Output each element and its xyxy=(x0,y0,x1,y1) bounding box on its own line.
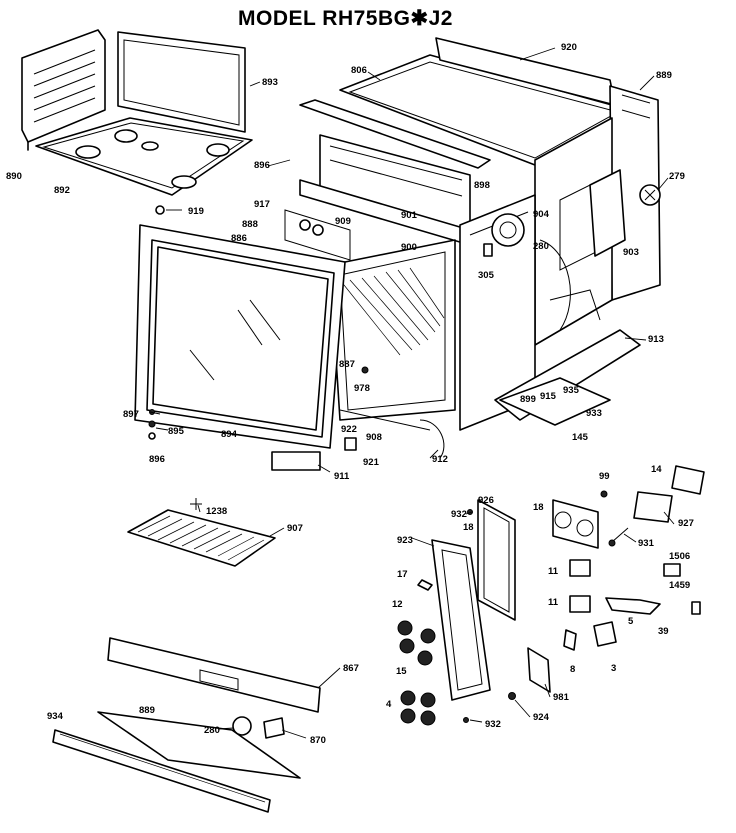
label-305: 305 xyxy=(478,270,494,281)
label-18-right: 18 xyxy=(533,502,544,513)
label-896-bottom: 896 xyxy=(149,454,165,465)
label-896-top: 896 xyxy=(254,160,270,171)
label-912: 912 xyxy=(432,454,448,465)
label-99: 99 xyxy=(599,471,610,482)
label-919: 919 xyxy=(188,206,204,217)
label-893: 893 xyxy=(262,77,278,88)
label-924: 924 xyxy=(533,712,549,723)
cooktop-assembly xyxy=(21,29,253,196)
label-886: 886 xyxy=(231,233,247,244)
label-4: 4 xyxy=(386,699,392,710)
label-806: 806 xyxy=(351,65,367,76)
label-913: 913 xyxy=(648,334,664,345)
label-867: 867 xyxy=(343,663,359,674)
label-894: 894 xyxy=(221,429,237,440)
hinge-block xyxy=(271,451,321,471)
oven-door xyxy=(134,224,346,449)
label-981: 981 xyxy=(553,692,569,703)
label-1459: 1459 xyxy=(669,580,691,591)
label-280-top: 280 xyxy=(533,241,549,252)
label-279: 279 xyxy=(669,171,685,182)
label-907: 907 xyxy=(287,523,303,534)
label-923: 923 xyxy=(397,535,413,546)
label-1238: 1238 xyxy=(206,506,228,517)
label-889-top: 889 xyxy=(656,70,672,81)
label-14-top: 14 xyxy=(651,464,662,475)
label-931: 931 xyxy=(638,538,654,549)
label-915: 915 xyxy=(540,391,556,402)
label-12: 12 xyxy=(392,599,403,610)
label-933: 933 xyxy=(586,408,602,419)
label-897: 897 xyxy=(123,409,139,420)
control-parts xyxy=(397,465,705,726)
label-934: 934 xyxy=(47,711,63,722)
label-908: 908 xyxy=(366,432,382,443)
label-932-top: 932 xyxy=(451,509,467,520)
label-39: 39 xyxy=(658,626,669,637)
label-904: 904 xyxy=(533,209,549,220)
label-899: 899 xyxy=(520,394,536,405)
small-bracket xyxy=(344,437,357,451)
label-901: 901 xyxy=(401,210,417,221)
label-892: 892 xyxy=(54,185,70,196)
label-921: 921 xyxy=(363,457,379,468)
label-18-left: 18 xyxy=(463,522,474,533)
label-978: 978 xyxy=(354,383,370,394)
label-927: 927 xyxy=(678,518,694,529)
filter-907 xyxy=(127,509,276,567)
label-280-bottom: 280 xyxy=(204,725,220,736)
label-1506: 1506 xyxy=(669,551,691,562)
control-panel-parts xyxy=(52,637,321,813)
label-911: 911 xyxy=(334,471,350,482)
label-898: 898 xyxy=(474,180,490,191)
label-890: 890 xyxy=(6,171,22,182)
label-895: 895 xyxy=(168,426,184,437)
label-909: 909 xyxy=(335,216,351,227)
label-5: 5 xyxy=(628,616,634,627)
label-17: 17 xyxy=(397,569,408,580)
label-903: 903 xyxy=(623,247,639,258)
label-3: 3 xyxy=(611,663,617,674)
screw-919 xyxy=(155,205,165,215)
label-900: 900 xyxy=(401,242,417,253)
label-935: 935 xyxy=(563,385,579,396)
label-922: 922 xyxy=(341,424,357,435)
label-926: 926 xyxy=(478,495,494,506)
label-145: 145 xyxy=(572,432,588,443)
label-887: 887 xyxy=(339,359,355,370)
label-917: 917 xyxy=(254,199,270,210)
label-889-bottom: 889 xyxy=(139,705,155,716)
screw-978 xyxy=(361,366,369,374)
label-8: 8 xyxy=(570,664,576,675)
label-870: 870 xyxy=(310,735,326,746)
model-title: MODEL RH75BG✱J2 xyxy=(238,7,453,30)
label-11-bottom: 11 xyxy=(548,597,559,608)
label-888: 888 xyxy=(242,219,258,230)
label-920: 920 xyxy=(561,42,577,53)
label-11-top: 11 xyxy=(548,566,559,577)
range-cabinet xyxy=(284,37,661,459)
label-932-bottom: 932 xyxy=(485,719,501,730)
label-15: 15 xyxy=(396,666,407,677)
